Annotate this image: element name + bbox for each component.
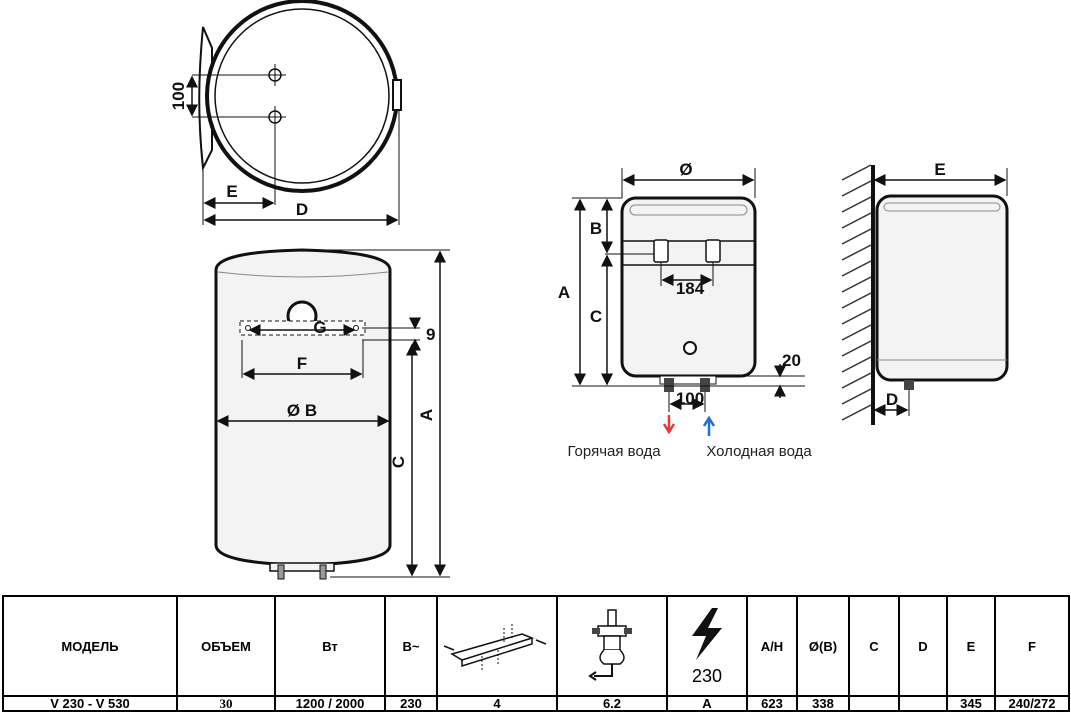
header-c: C: [848, 595, 900, 697]
header-model: МОДЕЛЬ: [2, 595, 178, 697]
small-front-dim-a: A: [558, 283, 570, 302]
cell-d: [898, 695, 948, 712]
header-valve: [556, 595, 668, 697]
front-view-dim-a: A: [417, 409, 436, 421]
small-front-dim-20: 20: [782, 351, 801, 370]
side-view-heater: [875, 194, 1009, 390]
front-view-dim-c: C: [389, 456, 408, 468]
top-view-heater: [192, 0, 402, 205]
side-view-dim-e: E: [934, 160, 945, 179]
side-view-wall: [841, 164, 875, 425]
small-front-dim-100: 100: [676, 389, 704, 408]
cell-model: V 230 - V 530: [2, 695, 178, 712]
front-view-dim-g: G: [313, 318, 326, 337]
header-power: Вт: [274, 595, 386, 697]
high-voltage-icon: [692, 607, 722, 660]
spec-table: МОДЕЛЬ ОБЪЕМ Вт В~: [2, 595, 1070, 712]
header-d: D: [898, 595, 948, 697]
header-diameter-b: Ø(B): [796, 595, 850, 697]
small-front-dim-184: 184: [676, 279, 705, 298]
cell-electric: A: [666, 695, 748, 712]
side-view-dim-d: D: [886, 390, 898, 409]
cell-valve: 6.2: [556, 695, 668, 712]
small-front-dim-c: C: [590, 307, 602, 326]
header-volume: ОБЪЕМ: [176, 595, 276, 697]
header-a-h: А/Н: [746, 595, 798, 697]
cold-water-arrow-icon: [702, 415, 716, 436]
top-view-dim-e: E: [226, 182, 237, 201]
header-voltage: В~: [384, 595, 438, 697]
header-e: E: [946, 595, 996, 697]
front-view-dim-f: F: [297, 354, 307, 373]
top-view-dim-d: D: [296, 200, 308, 219]
wall-bracket-icon: [443, 624, 547, 672]
hot-water-label: Горячая вода: [567, 443, 661, 460]
front-view-dim-9: 9: [426, 325, 435, 344]
header-bracket: [436, 595, 558, 697]
cell-volume: 30: [176, 695, 276, 712]
header-f: F: [994, 595, 1070, 697]
safety-valve-icon: [588, 609, 632, 681]
spec-table-header-row: МОДЕЛЬ ОБЪЕМ Вт В~: [2, 595, 1070, 697]
small-front-view-heater: [620, 196, 757, 392]
cell-f: 240/272: [994, 695, 1070, 712]
spec-table-row: V 230 - V 530 30 1200 / 2000 230 4 6.2 A…: [2, 695, 1070, 712]
cell-power: 1200 / 2000: [274, 695, 386, 712]
small-front-dim-dia: Ø: [679, 160, 692, 179]
hot-water-arrow-icon: [662, 415, 676, 435]
top-view-dim-100: 100: [169, 82, 188, 110]
cell-c: [848, 695, 900, 712]
cell-a-h: 623: [746, 695, 798, 712]
cold-water-label: Холодная вода: [706, 443, 812, 460]
small-front-dim-b: B: [590, 219, 602, 238]
cell-diameter-b: 338: [796, 695, 850, 712]
header-electric: 230: [666, 595, 748, 697]
cell-e: 345: [946, 695, 996, 712]
technical-drawing: 100 E D G 9 F Ø B A C: [169, 0, 1009, 580]
electric-voltage-label: 230: [691, 665, 723, 686]
cell-voltage: 230: [384, 695, 438, 712]
cell-bracket: 4: [436, 695, 558, 712]
front-view-dim-b: Ø B: [287, 401, 317, 420]
